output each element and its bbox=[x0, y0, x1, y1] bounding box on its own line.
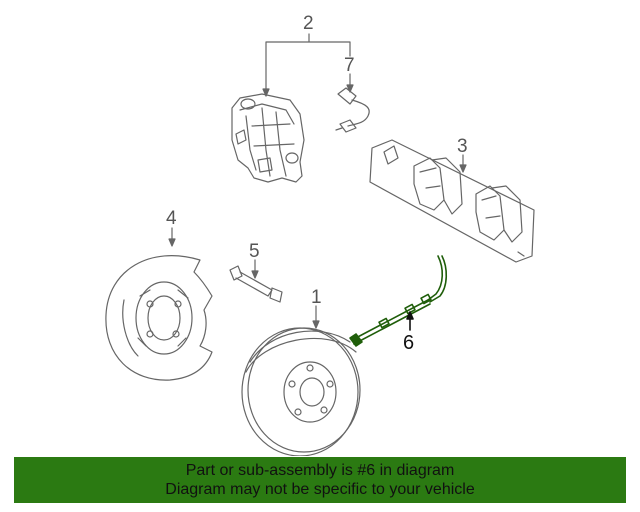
speed-sensor-part-6 bbox=[349, 255, 448, 347]
rotor-part-1 bbox=[241, 327, 361, 456]
brake-pads-part-3 bbox=[369, 139, 535, 263]
callout-4: 4 bbox=[166, 208, 177, 229]
caliper-part-2 bbox=[231, 93, 305, 183]
callout-1: 1 bbox=[311, 287, 322, 308]
callout-5: 5 bbox=[249, 241, 260, 262]
callout-7: 7 bbox=[344, 55, 355, 76]
callout-leaders bbox=[168, 33, 467, 329]
callout-6: 6 bbox=[403, 332, 415, 354]
callout-3: 3 bbox=[457, 136, 468, 157]
part-info-banner: Part or sub-assembly is #6 in diagram Di… bbox=[14, 457, 626, 503]
callout-2: 2 bbox=[303, 13, 314, 34]
banner-line-disclaimer: Diagram may not be specific to your vehi… bbox=[165, 481, 475, 498]
bolt-part-5 bbox=[229, 265, 283, 303]
splash-shield-part-4 bbox=[105, 255, 213, 381]
wear-sensor-part-7 bbox=[335, 87, 370, 133]
brake-parts-diagram bbox=[105, 33, 535, 456]
banner-line-part-number: Part or sub-assembly is #6 in diagram bbox=[185, 462, 455, 479]
